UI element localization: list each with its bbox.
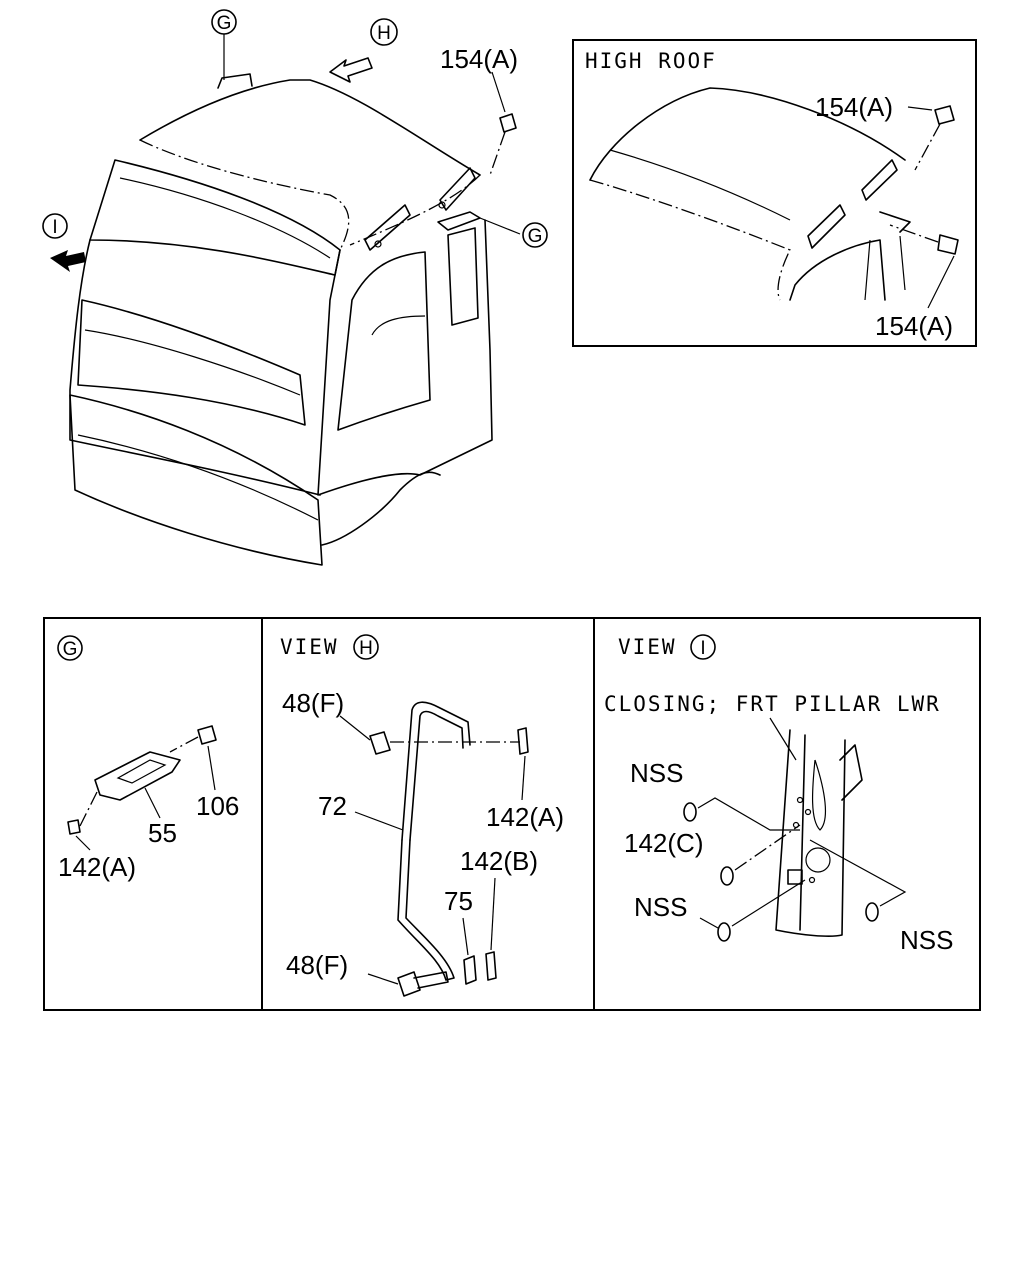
label-75: 75 — [444, 886, 473, 916]
closing-note: CLOSING; FRT PILLAR LWR — [604, 692, 941, 716]
view-h-marker: H — [359, 638, 373, 659]
detail-g: G 106 55 142(A) — [57, 635, 239, 882]
label-48f-top: 48(F) — [282, 688, 344, 718]
view-h-word: VIEW — [280, 635, 339, 659]
label-48f-bottom: 48(F) — [286, 950, 348, 980]
label-154a-main: 154(A) — [440, 44, 518, 74]
label-142c: 142(C) — [624, 828, 703, 858]
view-i: VIEW I CLOSING; FRT PILLAR LWR NSS 142(C… — [604, 634, 953, 955]
detail-g-marker: G — [63, 639, 78, 660]
label-142a-h: 142(A) — [486, 802, 564, 832]
view-i-word: VIEW — [618, 635, 677, 659]
high-roof-title: HIGH ROOF — [585, 49, 717, 73]
view-i-marker: I — [700, 638, 705, 659]
label-nss-2: NSS — [634, 892, 687, 922]
view-h: VIEW H 48(F) 72 142(A) 142(B) 75 48(F) — [280, 634, 564, 997]
cab-illustration: G H I G 154(A) — [42, 9, 548, 566]
label-142a-g: 142(A) — [58, 852, 136, 882]
callout-h-top: H — [377, 23, 391, 44]
callout-i-left: I — [52, 217, 57, 238]
callout-g-top: G — [217, 13, 232, 34]
callout-g-right: G — [528, 226, 543, 247]
label-nss-1: NSS — [630, 758, 683, 788]
label-154a-roof-top: 154(A) — [815, 92, 893, 122]
label-55: 55 — [148, 818, 177, 848]
label-nss-3: NSS — [900, 925, 953, 955]
detail-panels — [43, 617, 981, 1011]
label-106: 106 — [196, 791, 239, 821]
label-154a-roof-bottom: 154(A) — [875, 311, 953, 341]
label-142b: 142(B) — [460, 846, 538, 876]
label-72: 72 — [318, 791, 347, 821]
high-roof-inset: HIGH ROOF 154(A) 154(A) — [572, 39, 977, 347]
